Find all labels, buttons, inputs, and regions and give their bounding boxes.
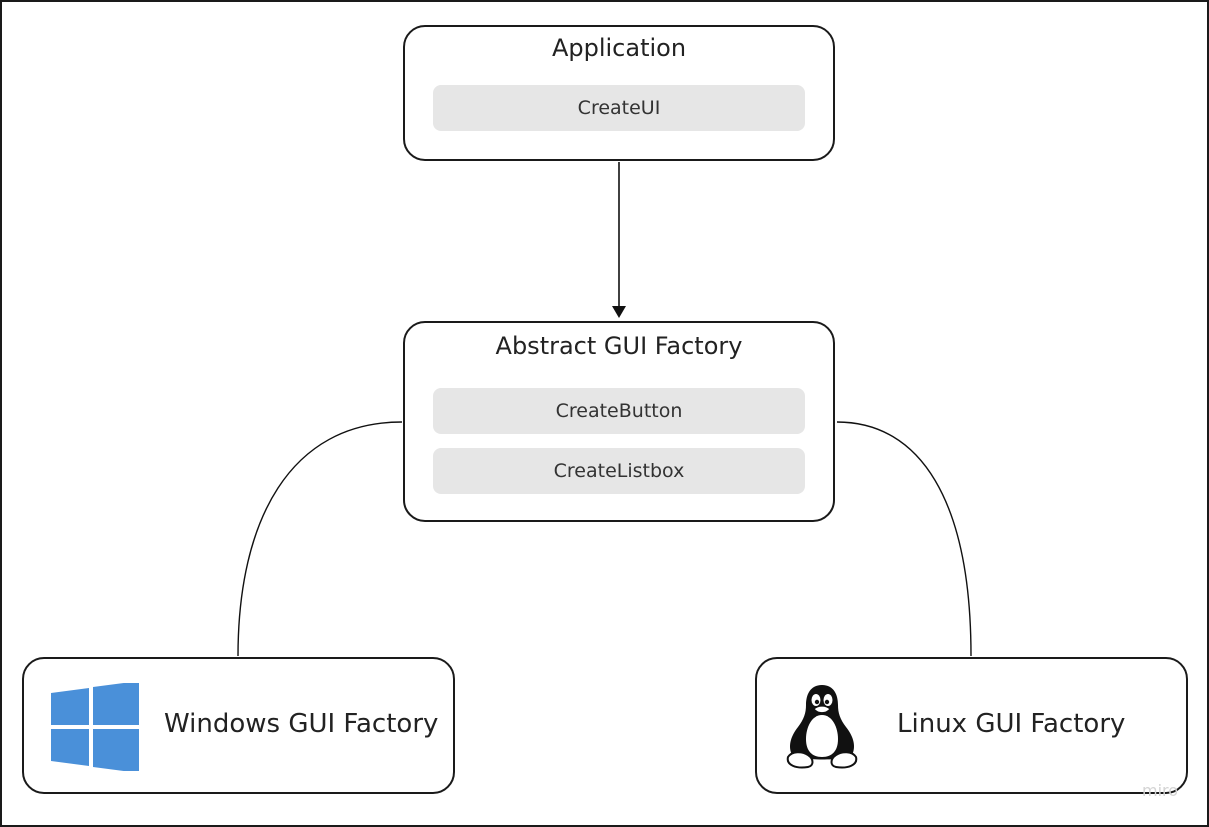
linux-tux-icon	[786, 685, 858, 769]
windows-factory-card[interactable]: Windows GUI Factory	[22, 657, 455, 794]
method-create-listbox[interactable]: CreateListbox	[433, 448, 805, 494]
miro-watermark: miro	[1142, 781, 1179, 800]
method-create-button[interactable]: CreateButton	[433, 388, 805, 434]
abstract-to-linux-connector	[836, 421, 972, 657]
linux-factory-label: Linux GUI Factory	[897, 709, 1126, 739]
application-card[interactable]: Application CreateUI	[403, 25, 835, 161]
linux-factory-card[interactable]: Linux GUI Factory	[755, 657, 1188, 794]
windows-factory-label: Windows GUI Factory	[164, 709, 439, 739]
abstract-factory-card[interactable]: Abstract GUI Factory CreateButton Create…	[403, 321, 835, 522]
abstract-factory-title: Abstract GUI Factory	[495, 332, 743, 360]
method-create-ui[interactable]: CreateUI	[433, 85, 805, 131]
application-title: Application	[551, 34, 687, 62]
windows-logo-icon	[51, 683, 139, 771]
abstract-to-windows-connector	[237, 421, 403, 657]
